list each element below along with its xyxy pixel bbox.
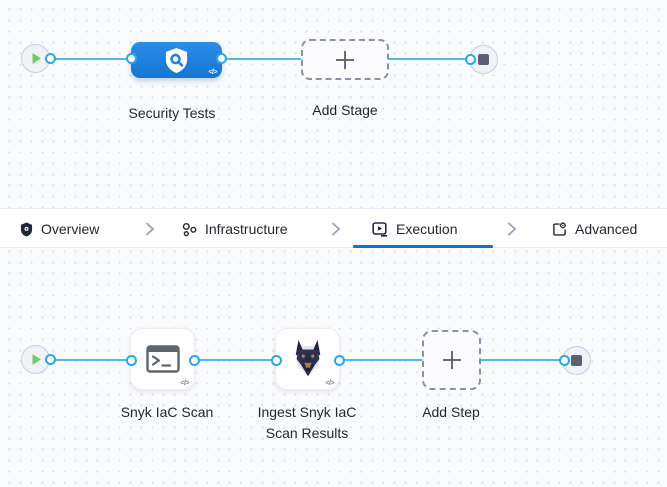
edge-start-to-stage xyxy=(50,58,132,60)
step-snyk-iac-scan[interactable]: </> xyxy=(130,328,195,390)
edge-step2-to-addstep xyxy=(339,359,424,361)
edge-start-to-step1 xyxy=(50,359,131,361)
code-badge-icon: </> xyxy=(180,380,189,387)
port-dot xyxy=(189,354,200,366)
port-dot xyxy=(44,53,56,64)
play-icon xyxy=(32,354,41,365)
plus-icon xyxy=(336,50,354,69)
stage-label: Security Tests xyxy=(128,105,216,121)
tab-execution[interactable]: Execution xyxy=(372,209,457,249)
stage-security-tests[interactable]: </> xyxy=(131,42,222,78)
tab-label: Execution xyxy=(396,221,458,237)
snyk-dog-icon xyxy=(295,340,320,378)
tab-infrastructure[interactable]: Infrastructure xyxy=(182,209,287,249)
port-dot xyxy=(126,53,137,64)
infrastructure-icon xyxy=(182,222,197,236)
tab-overview[interactable]: Overview xyxy=(20,209,99,249)
step-label: Ingest Snyk IaC Scan Results xyxy=(257,404,357,441)
security-shield-icon xyxy=(165,47,188,73)
port-dot xyxy=(126,354,137,366)
port-dot xyxy=(216,53,227,64)
plus-icon xyxy=(442,351,461,369)
tab-label: Advanced xyxy=(575,221,638,237)
port-dot xyxy=(270,354,282,366)
active-tab-indicator xyxy=(353,245,493,248)
chevron-right-icon xyxy=(146,222,155,236)
port-dot xyxy=(559,355,570,366)
port-dot xyxy=(334,354,345,366)
tab-label: Overview xyxy=(41,221,100,237)
step-ingest-snyk-results[interactable]: </> xyxy=(275,328,340,390)
advanced-gear-icon xyxy=(553,222,567,236)
shield-icon xyxy=(20,222,33,236)
edge-stage-to-addstage xyxy=(221,58,302,60)
tab-advanced[interactable]: Advanced xyxy=(552,209,637,249)
code-badge-icon: </> xyxy=(325,380,334,387)
chevron-right-icon xyxy=(332,222,341,236)
port-dot xyxy=(464,54,476,65)
play-icon xyxy=(32,53,41,64)
edge-addstage-to-end xyxy=(388,58,470,60)
edge-addstep-to-end xyxy=(480,359,564,361)
tab-label: Infrastructure xyxy=(205,221,288,237)
stop-icon xyxy=(571,355,582,366)
add-step-label: Add Step xyxy=(422,404,480,420)
stop-icon xyxy=(478,54,489,65)
terminal-icon xyxy=(145,345,180,373)
stage-config-tabbar: Overview Infrastructure Execution xyxy=(0,208,667,248)
add-step-button[interactable] xyxy=(422,330,481,390)
step-label: Snyk IaC Scan xyxy=(120,404,214,420)
chevron-right-icon xyxy=(508,222,517,236)
execution-play-icon xyxy=(372,222,387,237)
add-stage-label: Add Stage xyxy=(312,102,378,118)
port-dot xyxy=(44,354,56,365)
add-stage-button[interactable] xyxy=(301,39,389,80)
code-badge-icon: </> xyxy=(208,69,217,76)
edge-step1-to-step2 xyxy=(194,359,276,361)
